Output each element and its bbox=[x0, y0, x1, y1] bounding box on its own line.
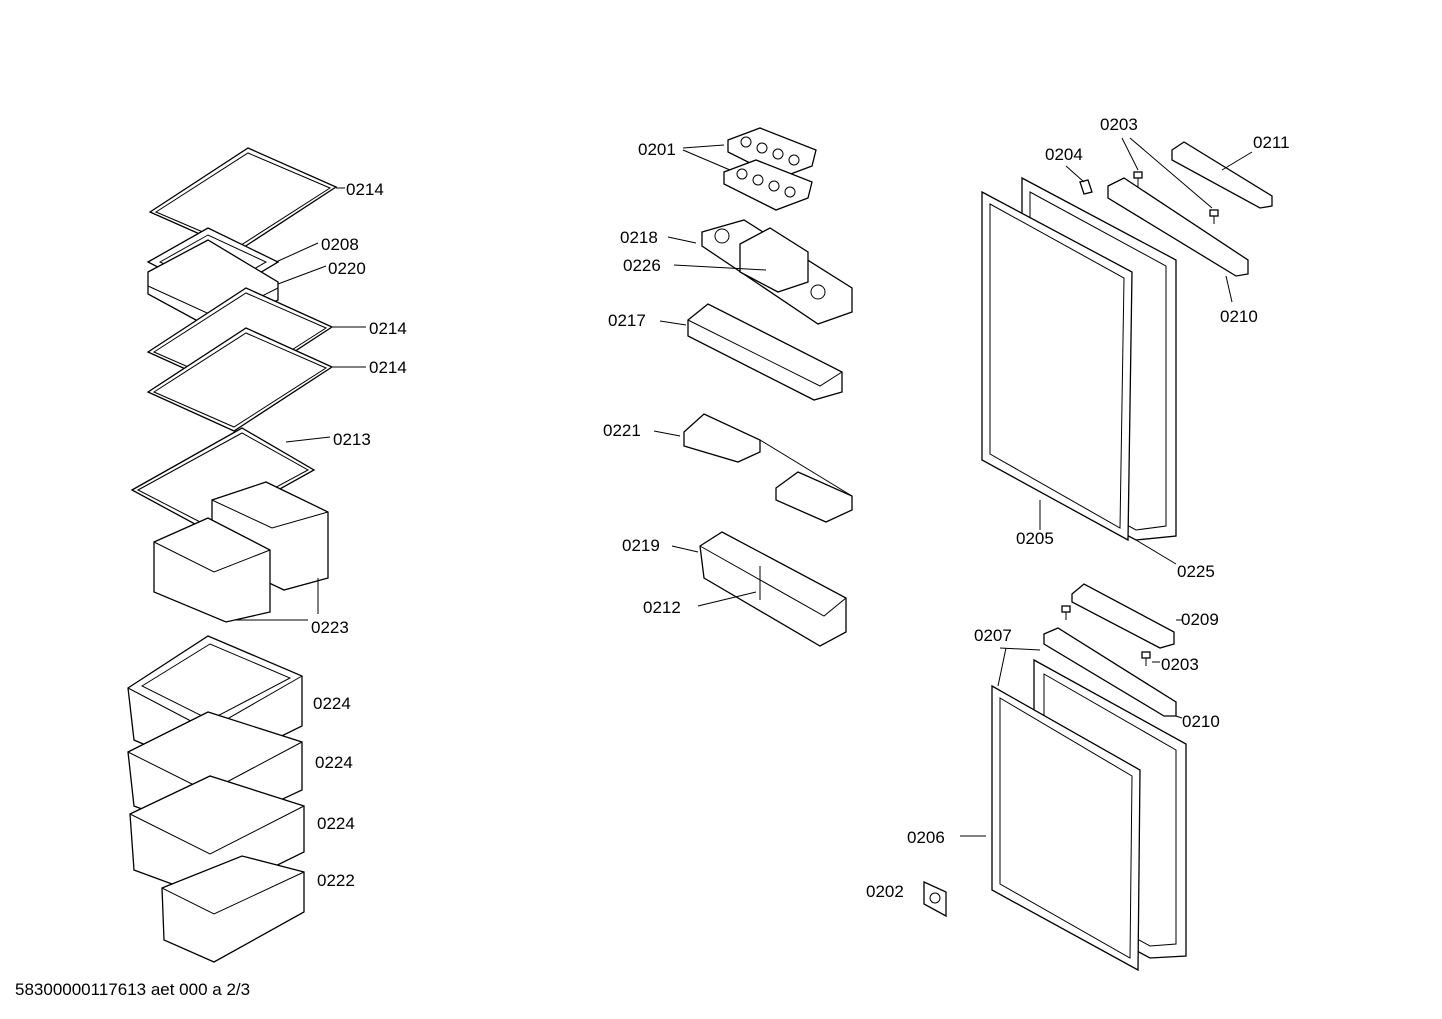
butter-compartment-0218 bbox=[701, 219, 853, 325]
callout-label: 0204 bbox=[1045, 145, 1083, 164]
lower-door-gasket-0206 bbox=[991, 684, 1141, 972]
callout-label: 0203 bbox=[1161, 655, 1199, 674]
callout-label: 0206 bbox=[907, 828, 945, 847]
callout-label: 0205 bbox=[1016, 529, 1054, 548]
callout-label: 0210 bbox=[1220, 307, 1258, 326]
cover-0202 bbox=[923, 880, 947, 918]
callout-label: 0209 bbox=[1181, 610, 1219, 629]
callout-label: 0224 bbox=[313, 694, 351, 713]
callout-label: 0203 bbox=[1100, 115, 1138, 134]
callout-label: 0212 bbox=[643, 598, 681, 617]
document-footer-code: 58300000117613 aet 000 a 2/3 bbox=[15, 980, 251, 999]
callout-label: 0218 bbox=[620, 228, 658, 247]
hinge-0210-upper bbox=[1107, 177, 1249, 277]
callout-label: 0226 bbox=[623, 256, 661, 275]
egg-tray-0201 bbox=[723, 127, 817, 211]
handle-0211 bbox=[1171, 141, 1273, 209]
callout-label: 0224 bbox=[317, 814, 355, 833]
door-shelf-0221 bbox=[683, 413, 853, 523]
callout-label: 0222 bbox=[317, 871, 355, 890]
drawer-0222 bbox=[161, 855, 305, 963]
clip-0204 bbox=[1079, 179, 1093, 195]
callout-label: 0214 bbox=[369, 358, 407, 377]
callout-label: 0223 bbox=[311, 618, 349, 637]
callout-label: 0211 bbox=[1253, 133, 1290, 152]
screw-0203-lower bbox=[1061, 605, 1151, 666]
upper-door-gasket-0205 bbox=[981, 190, 1133, 542]
screw-0203-upper bbox=[1133, 171, 1219, 224]
trim-0209 bbox=[1071, 583, 1175, 649]
crisper-0223 bbox=[153, 481, 329, 623]
callout-label: 0207 bbox=[974, 626, 1012, 645]
callout-label: 0208 bbox=[321, 235, 359, 254]
bottle-shelf-0219 bbox=[699, 531, 847, 647]
callout-label: 0220 bbox=[328, 259, 366, 278]
shelf-0214-top bbox=[148, 147, 338, 252]
door-shelf-0217 bbox=[687, 303, 843, 401]
callout-label: 0214 bbox=[346, 180, 384, 199]
callout-label: 0219 bbox=[622, 536, 660, 555]
callout-label: 0224 bbox=[315, 753, 353, 772]
callout-label: 0221 bbox=[603, 421, 641, 440]
callout-label: 0225 bbox=[1177, 562, 1215, 581]
shelf-0213 bbox=[130, 427, 316, 531]
callout-label: 0202 bbox=[866, 882, 904, 901]
callout-label: 0214 bbox=[369, 319, 407, 338]
callout-label: 0210 bbox=[1182, 712, 1220, 731]
callout-label: 0217 bbox=[608, 311, 646, 330]
callout-label: 0201 bbox=[638, 140, 676, 159]
callout-label: 0213 bbox=[333, 430, 371, 449]
